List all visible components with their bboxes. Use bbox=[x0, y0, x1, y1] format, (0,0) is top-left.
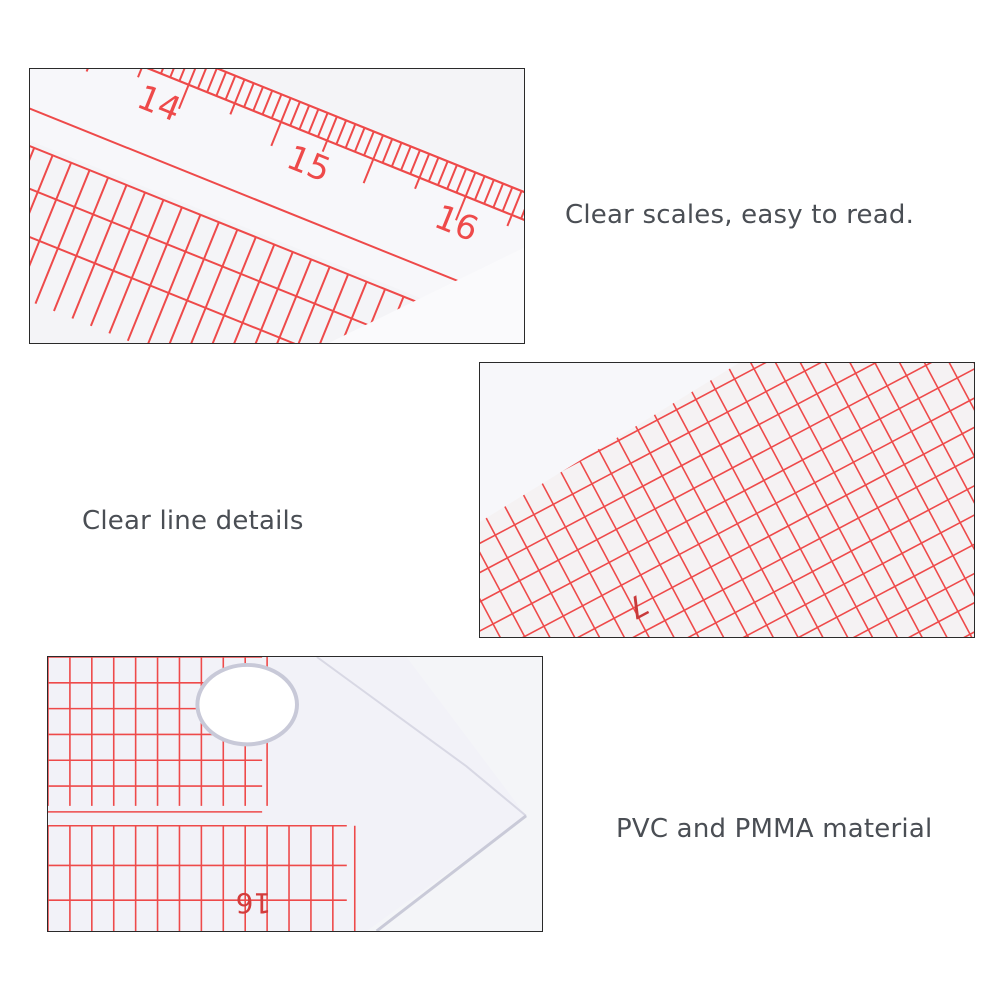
grid-lines-illustration: 7 bbox=[480, 363, 974, 637]
photo-grid-lines: 7 bbox=[479, 362, 975, 638]
caption-line-details: Clear line details bbox=[82, 506, 304, 536]
caption-material: PVC and PMMA material bbox=[616, 814, 933, 844]
hanging-hole bbox=[195, 662, 299, 747]
caption-clear-scales: Clear scales, easy to read. bbox=[565, 200, 915, 230]
photo-material-edge: 16 bbox=[47, 656, 543, 932]
ruler-scale-illustration: 14 15 16 bbox=[30, 69, 524, 343]
photo-ruler-scale: 14 15 16 bbox=[29, 68, 525, 344]
material-illustration: 16 bbox=[48, 657, 542, 931]
material-number-16: 16 bbox=[236, 886, 271, 919]
